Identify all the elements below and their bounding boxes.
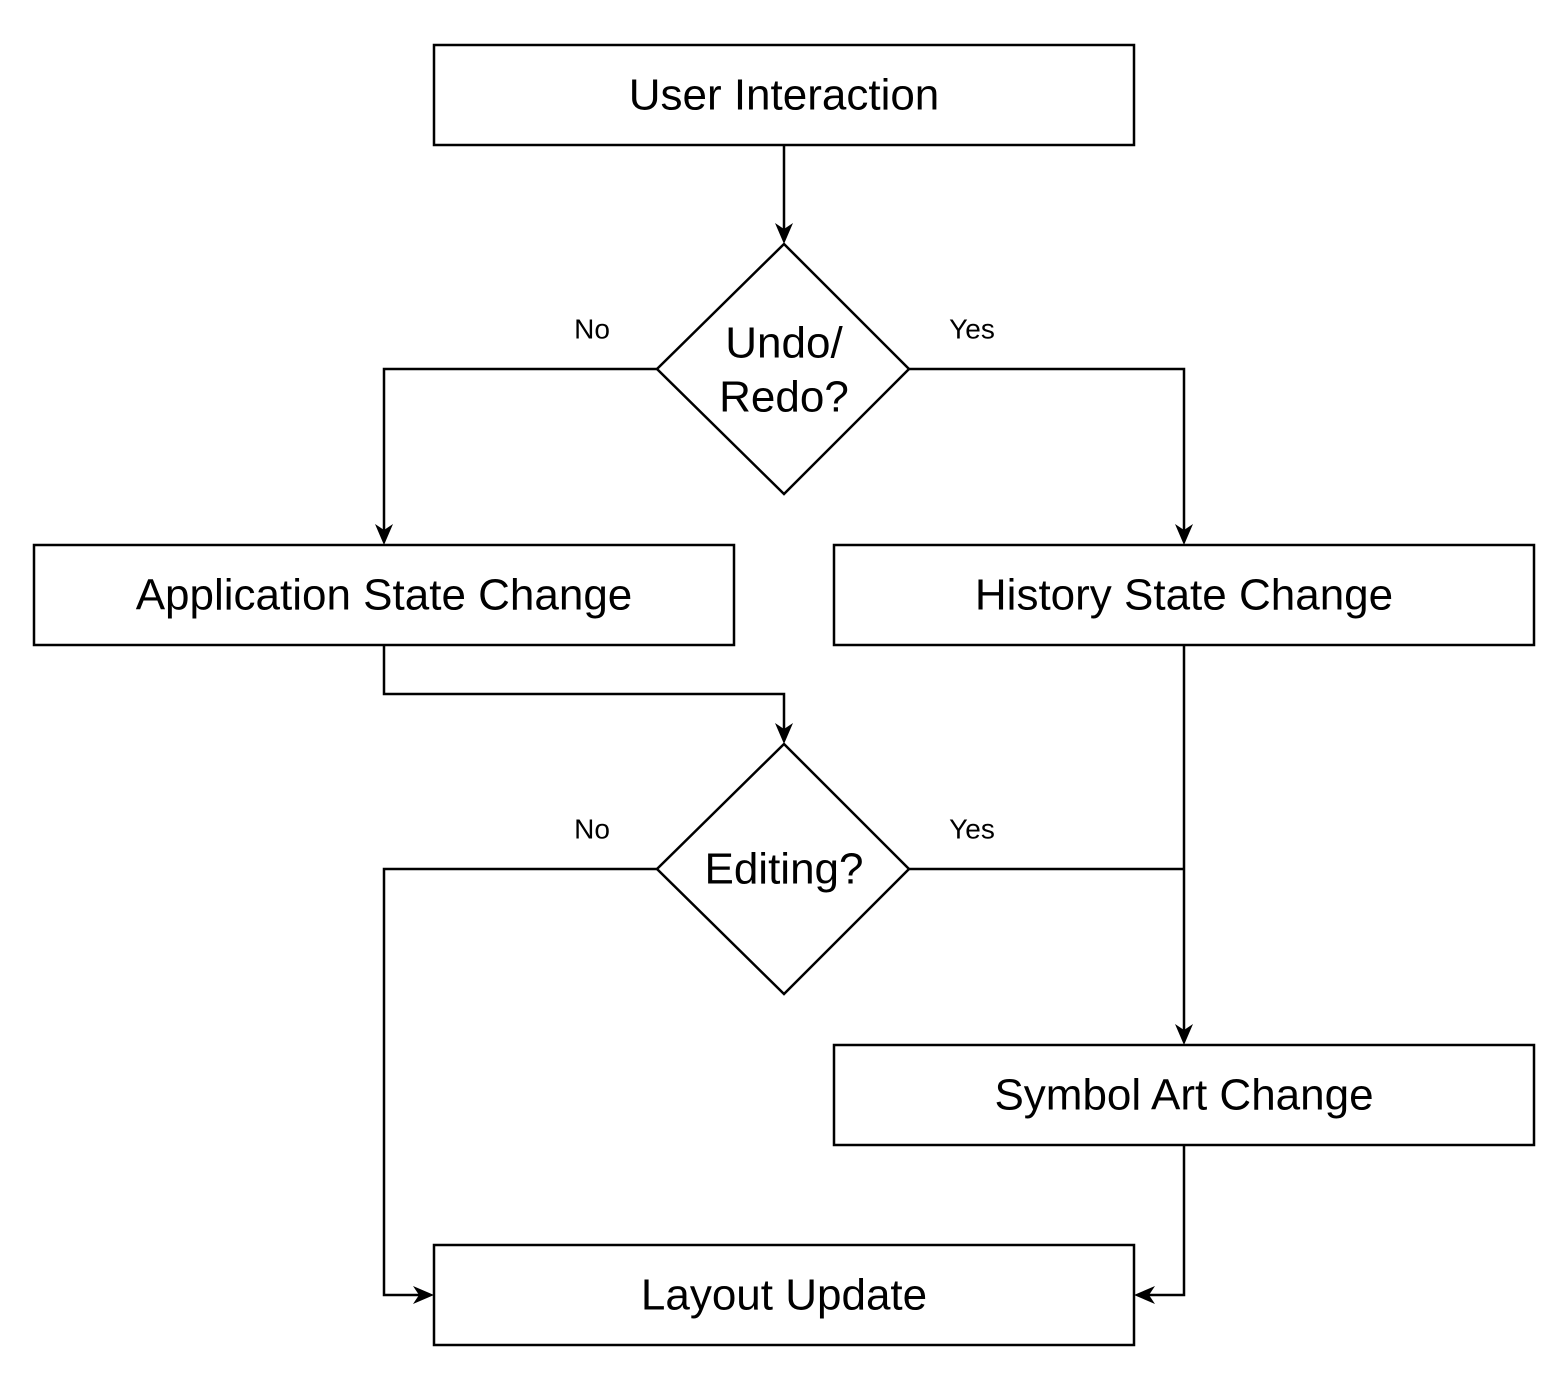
node-user-interaction: User Interaction xyxy=(432,43,1136,147)
edge-app-to-editing xyxy=(382,645,793,744)
edge-undo-no xyxy=(375,367,657,545)
node-editing-label: Editing? xyxy=(704,845,863,894)
edge-label-undo-yes: Yes xyxy=(949,314,995,345)
edge-undo-yes xyxy=(909,367,1193,545)
node-undo-redo-label-line1: Undo/ xyxy=(725,319,843,368)
edge-label-editing-yes: Yes xyxy=(949,814,995,845)
edge-label-undo-no: No xyxy=(574,314,610,345)
edge-user-to-undo xyxy=(775,145,793,244)
edge-symbol-to-layout xyxy=(1134,1145,1186,1304)
node-history-state-change: History State Change xyxy=(832,543,1536,647)
node-application-state-change: Application State Change xyxy=(32,543,736,647)
node-application-state-label: Application State Change xyxy=(136,571,633,620)
node-editing-decision: Editing? xyxy=(655,742,911,996)
node-layout-update: Layout Update xyxy=(432,1243,1136,1347)
node-undo-redo-decision: Undo/ Redo? xyxy=(655,242,911,496)
node-layout-update-label: Layout Update xyxy=(641,1271,927,1320)
node-symbol-art-change: Symbol Art Change xyxy=(832,1043,1536,1147)
edge-history-to-symbol xyxy=(1175,645,1193,1045)
node-history-state-label: History State Change xyxy=(975,571,1393,620)
node-symbol-art-label: Symbol Art Change xyxy=(994,1071,1373,1120)
node-user-interaction-label: User Interaction xyxy=(629,71,940,120)
edge-label-editing-no: No xyxy=(574,814,610,845)
node-undo-redo-label-line2: Redo? xyxy=(719,373,849,422)
edge-editing-no xyxy=(382,867,657,1304)
